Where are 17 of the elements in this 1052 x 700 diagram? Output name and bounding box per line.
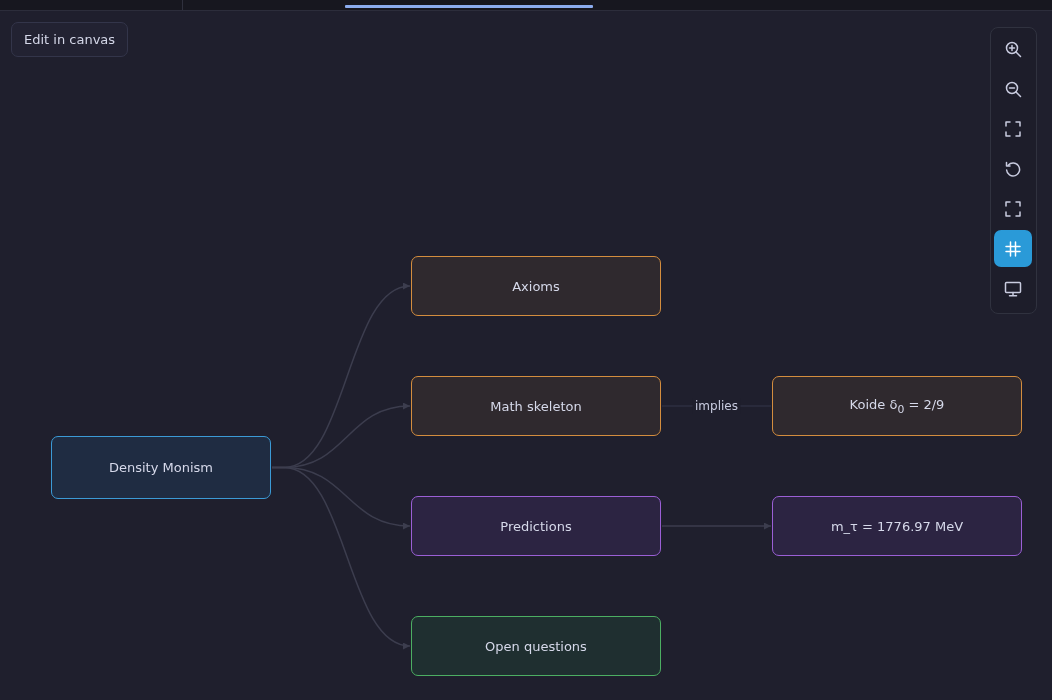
arrow [661,522,772,530]
node-label: Density Monism [109,460,213,475]
process-box [411,496,661,556]
node-label: m_τ = 1776.97 MeV [830,518,964,534]
process-box [772,496,1022,556]
process-box [411,616,661,676]
node-label: Open questions [485,638,587,654]
node-label: Math skeleton [490,398,582,414]
process-box [772,376,1022,436]
process-box [411,376,661,436]
process-box [51,436,271,499]
node-label: Koide δ$_{0}$ = 2/9 [849,396,945,416]
process-box [411,256,661,316]
edge-label: implies [692,398,741,414]
edit-button: Edit in canvas [11,22,129,57]
node-label: Predictions [500,518,572,534]
node-label: Axioms [512,278,560,294]
